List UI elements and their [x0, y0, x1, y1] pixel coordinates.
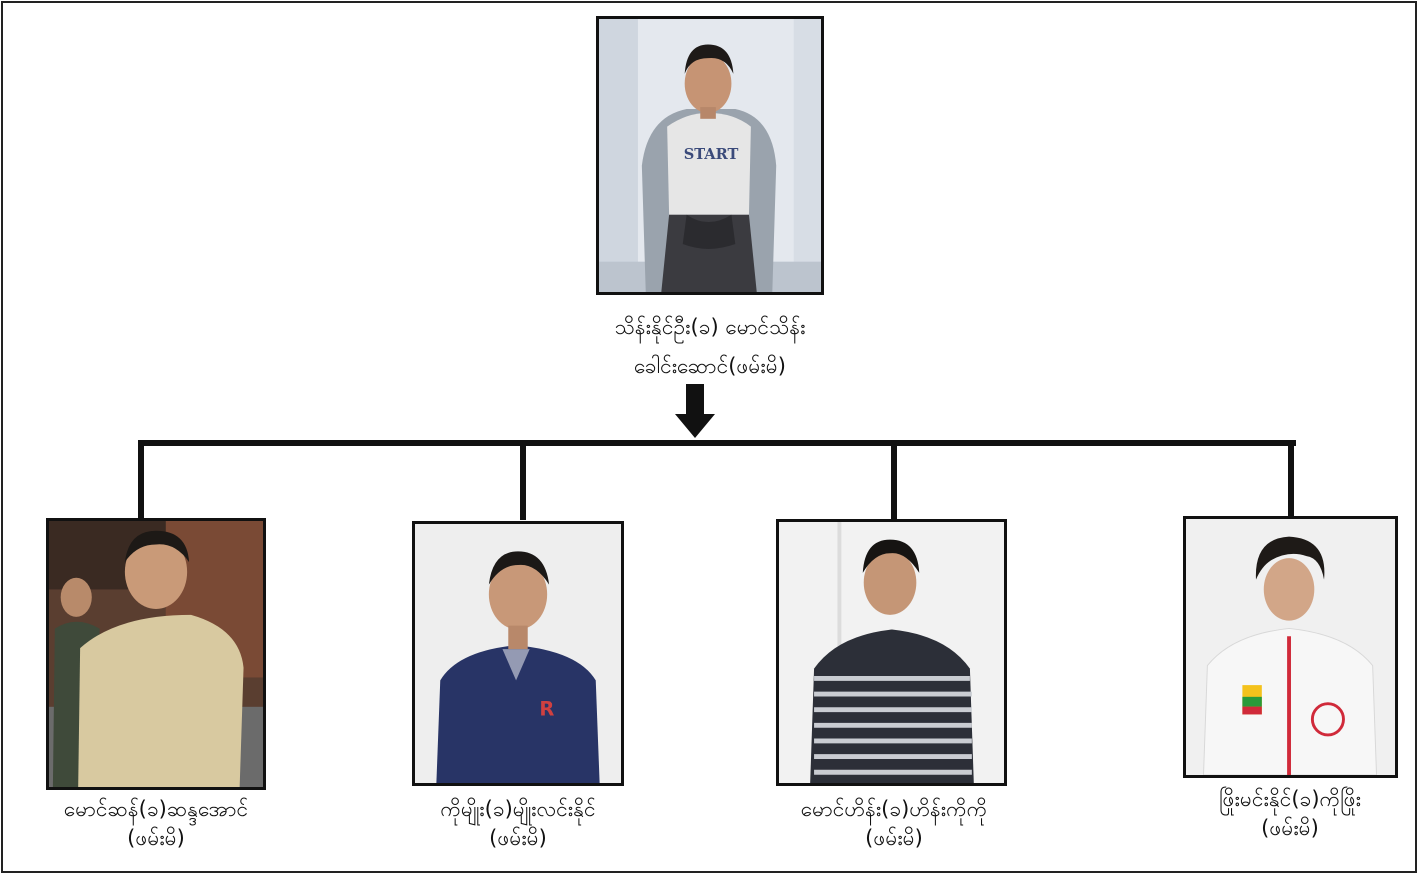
member-status-1: (ဖမ်းမိ)	[127, 826, 185, 850]
member-caption-1: မောင်ဆန်(ခ)ဆန္ဒအောင် (ဖမ်းမိ)	[6, 795, 306, 853]
member-photo-3	[776, 519, 1007, 786]
down-arrow-icon	[675, 384, 715, 438]
branch-line-4	[1288, 440, 1294, 518]
member-name-4: ဖြိုးမင်းနိုင်(ခ)ကိုဖြိုး	[1219, 787, 1361, 811]
member-status-2: (ဖမ်းမိ)	[489, 826, 547, 850]
member-name-2: ကိုမျိုး(ခ)မျိုးလင်းနိုင်	[440, 797, 596, 821]
branch-line-1	[138, 440, 144, 520]
member-photo-4	[1183, 516, 1398, 778]
leader-caption: သိန်းနိုင်ဦး(ခ) မောင်သိန်း ခေါင်းဆောင်(ဖ…	[520, 313, 900, 381]
member-caption-3: မောင်ဟိန်း(ခ)ဟိန်းကိုကို (ဖမ်းမိ)	[744, 795, 1044, 853]
member-name-1: မောင်ဆန်(ခ)ဆန္ဒအောင်	[63, 797, 249, 821]
branch-line-3	[891, 440, 897, 520]
member-caption-4: ဖြိုးမင်းနိုင်(ခ)ကိုဖြိုး (ဖမ်းမိ)	[1140, 785, 1422, 843]
shirt-text: START	[684, 146, 739, 163]
member-status-3: (ဖမ်းမိ)	[865, 826, 923, 850]
member-photo-2: R	[412, 521, 624, 786]
leader-role: ခေါင်းဆောင်(ဖမ်းမိ)	[634, 354, 786, 378]
svg-text:R: R	[539, 698, 554, 721]
horizontal-branch-line	[138, 440, 1296, 446]
leader-photo: START	[596, 16, 824, 295]
branch-line-2	[520, 440, 526, 520]
member-status-4: (ဖမ်းမိ)	[1261, 816, 1319, 840]
member-photo-1	[46, 518, 266, 790]
leader-name: သိန်းနိုင်ဦး(ခ) မောင်သိန်း	[614, 315, 806, 339]
member-name-3: မောင်ဟိန်း(ခ)ဟိန်းကိုကို	[800, 797, 988, 821]
member-caption-2: ကိုမျိုး(ခ)မျိုးလင်းနိုင် (ဖမ်းမိ)	[368, 795, 668, 853]
